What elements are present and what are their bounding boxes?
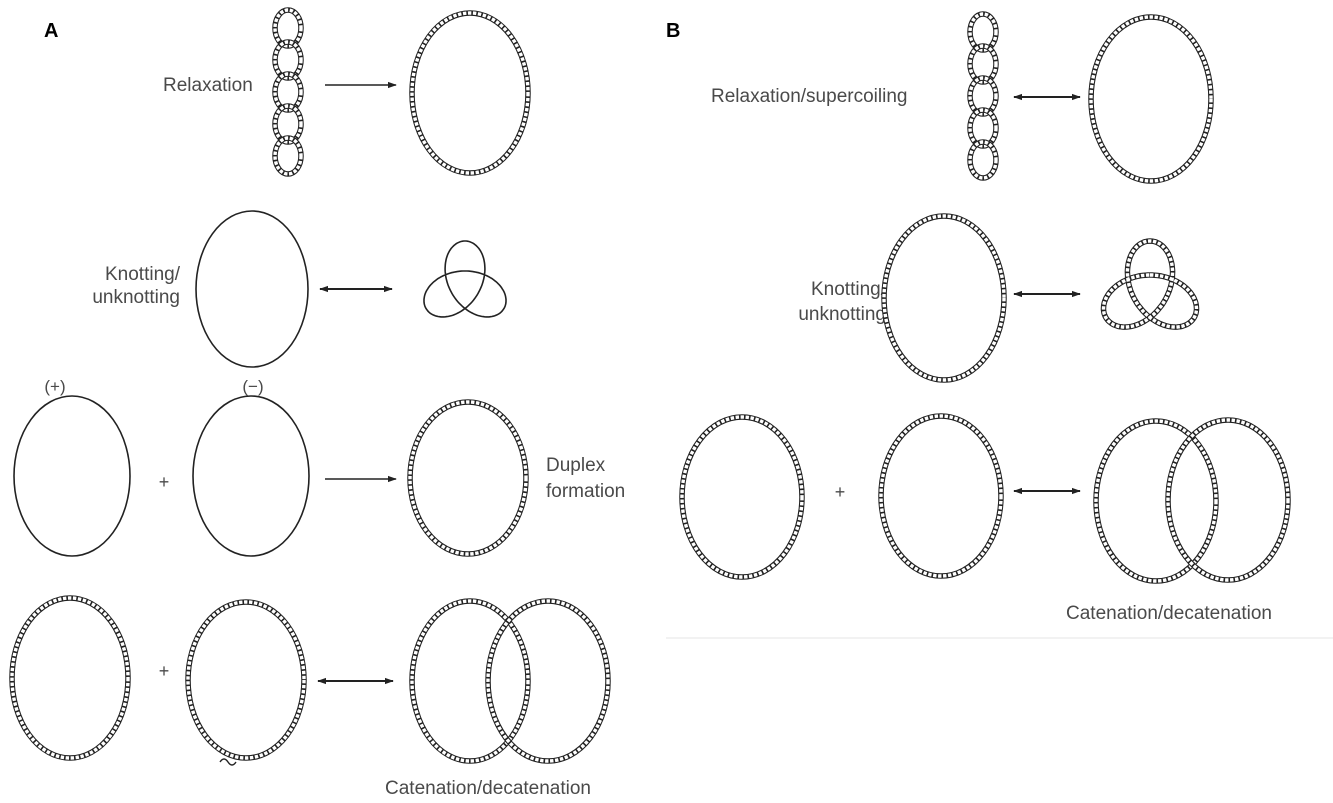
panel-a-catenation-plus: + [159, 661, 170, 681]
panel-a-plus-strand-label: (+) [44, 377, 65, 396]
panel-a-trefoil-knot [423, 240, 507, 318]
panel-a-label: A [44, 20, 58, 42]
panel-b-knotting-label-2: unknotting [798, 304, 886, 325]
panel-a-knotting-label-2: unknotting [92, 287, 180, 308]
panel-a-supercoiled-dna [272, 7, 304, 177]
panel-b-catenation-label: Catenation/decatenation [1066, 603, 1272, 624]
panel-a-catenation-label: Catenation/decatenation [385, 778, 591, 799]
panel-b-label: B [666, 20, 680, 42]
panel-a-minus-strand-label: (−) [242, 377, 263, 396]
panel-a-catenane-ring-2 [485, 598, 611, 764]
panel-a-nick-mark [219, 758, 237, 766]
panel-a-duplex-label-1: Duplex [546, 455, 606, 476]
panel-a-relaxation-label: Relaxation [163, 75, 253, 96]
panel-b-unknotted-circle [881, 213, 1007, 383]
panel-b-duplex-ring-2 [878, 413, 1004, 579]
panel-a-duplex-circle [407, 399, 529, 557]
panel-a-duplex-label-2: formation [546, 481, 625, 502]
panel-a-knotting-label-1: Knotting/ [105, 264, 181, 285]
panel-b-catenane-ring-1 [1093, 418, 1219, 584]
panel-b-supercoiled-dna [967, 11, 999, 181]
panel-a-duplex-ring-2 [185, 599, 307, 761]
panel-a-minus-strand-circle [192, 395, 310, 557]
panel-a-plus-strand-circle [13, 395, 131, 557]
panel-a-duplex-plus: + [159, 472, 170, 492]
panel-b-knotting-label-1: Knotting/ [811, 279, 887, 300]
panel-b-trefoil-knot [1100, 238, 1200, 330]
panel-b-relaxation-label: Relaxation/supercoiling [711, 86, 907, 107]
panel-b-duplex-ring-1 [679, 414, 805, 580]
panel-a-single-strand-circle [195, 210, 309, 368]
panel-b-catenane-ring-2 [1165, 417, 1291, 583]
panel-a-catenane-ring-1 [409, 598, 531, 764]
panel-a-relaxed-circle [409, 10, 531, 176]
panel-a-duplex-ring-1 [9, 595, 131, 761]
panel-b-catenation-plus: + [835, 482, 846, 502]
panel-b-relaxed-circle [1088, 14, 1214, 184]
